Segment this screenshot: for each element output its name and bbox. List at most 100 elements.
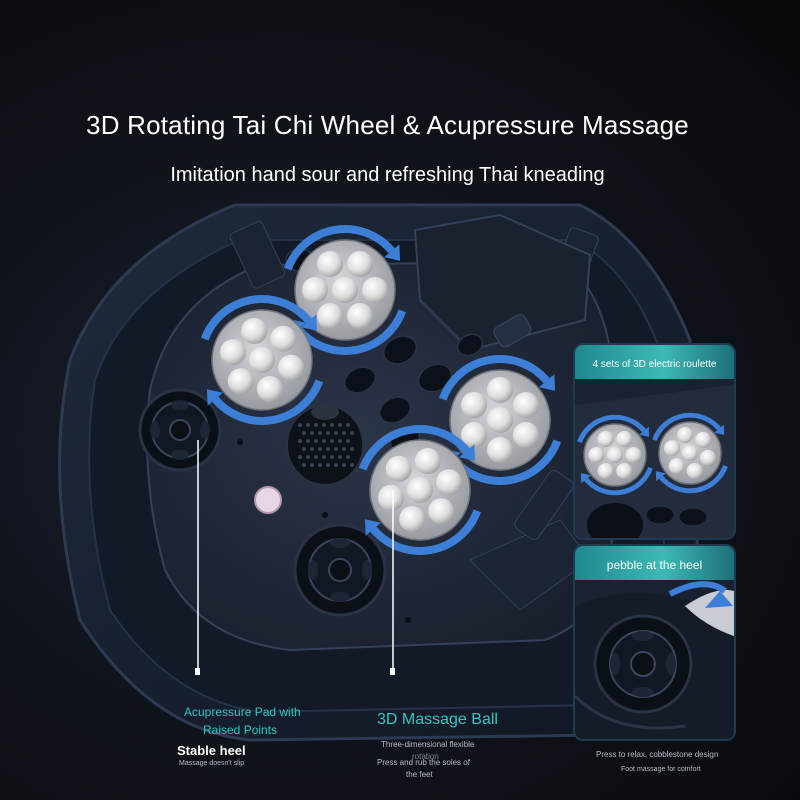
roller-ball	[681, 444, 699, 462]
ball-hole	[342, 463, 346, 467]
roller-ball	[385, 455, 412, 482]
tai-chi-wheels	[200, 225, 562, 555]
tai-chi-wheel	[200, 295, 324, 425]
massage-ball-desc-line1: Three-dimensional flexible	[381, 740, 475, 749]
roller-ball	[317, 251, 343, 277]
ball-hole	[350, 463, 354, 467]
ball-hole	[298, 423, 302, 427]
ball-hole	[350, 431, 354, 435]
ball-hole	[334, 447, 338, 451]
rotation-arrow	[358, 425, 470, 471]
roller-ball	[227, 368, 254, 395]
roller-ball	[513, 422, 539, 448]
roller-ball	[686, 462, 703, 480]
ball-hole	[298, 455, 302, 459]
heel-pad-top	[138, 388, 222, 472]
roller-ball	[270, 325, 297, 352]
ball-hole	[350, 447, 354, 451]
rotation-arrowhead	[714, 424, 725, 435]
ball-hole	[306, 423, 310, 427]
ball-hole	[338, 455, 342, 459]
ball-hole	[346, 423, 350, 427]
roller-ball	[487, 377, 513, 403]
tai-chi-wheel	[652, 412, 728, 494]
roller-ball	[663, 440, 681, 457]
acupressure-bumps	[285, 248, 484, 453]
ball-hole	[314, 439, 318, 443]
ball-hole	[346, 439, 350, 443]
stable-heel-desc: Massage doesn't slip	[179, 760, 245, 767]
roller-ball	[241, 318, 268, 344]
ball-hole	[318, 447, 322, 451]
roller-ball	[414, 448, 441, 474]
ball-hole	[326, 447, 330, 451]
rotation-arrow	[659, 464, 728, 494]
rotation-arrow	[200, 295, 312, 341]
tai-chi-wheel	[438, 355, 562, 485]
ball-hole	[314, 423, 318, 427]
ball-hole	[342, 431, 346, 435]
ball-hole	[306, 439, 310, 443]
massage-ball-title: 3D Massage Ball	[377, 711, 498, 728]
rotation-arrowhead	[539, 374, 556, 391]
roller-ball	[606, 446, 624, 464]
roller-ball	[677, 426, 694, 444]
roller-ball	[378, 484, 404, 511]
stable-heel-title: Stable heel	[177, 743, 246, 758]
roller-ball	[461, 422, 487, 448]
roller-ball	[428, 498, 455, 525]
ball-hole	[330, 423, 334, 427]
ball-hole	[306, 455, 310, 459]
rotation-arrowhead	[580, 473, 591, 484]
roller-ball	[625, 446, 642, 464]
ball-hole	[310, 431, 314, 435]
massage-ball-desc-line4: the feet	[406, 770, 433, 779]
ball-hole	[330, 455, 334, 459]
roller-ball	[436, 469, 462, 496]
roller-ball	[699, 449, 717, 466]
rotation-arrow	[295, 309, 407, 355]
ball-hole	[342, 447, 346, 451]
massage-ball	[286, 404, 364, 486]
roller-ball	[597, 463, 614, 480]
heel-panel-label: pebble at the heel	[575, 546, 734, 580]
heel-panel-desc-line1: Press to relax, cobblestone design	[596, 750, 719, 759]
ball-hole	[298, 439, 302, 443]
rotation-arrow	[370, 509, 482, 555]
rotation-arrow	[212, 379, 324, 425]
roller-ball	[302, 277, 328, 303]
roller-ball	[347, 251, 373, 277]
subheadline: Imitation hand sour and refreshing Thai …	[170, 164, 605, 186]
pink-button	[254, 486, 282, 514]
rotation-arrowhead	[384, 244, 401, 261]
roller-ball	[487, 407, 513, 433]
ball-hole	[338, 423, 342, 427]
acupressure-pad-title: Acupressure Pad with	[184, 705, 301, 719]
roller-ball	[332, 277, 358, 303]
ball-hole	[318, 463, 322, 467]
headline: 3D Rotating Tai Chi Wheel & Acupressure …	[86, 110, 689, 140]
roller-ball	[487, 437, 513, 463]
rotation-arrow	[283, 225, 395, 271]
ball-hole	[302, 463, 306, 467]
roller-ball	[616, 430, 633, 447]
massage-ball-desc-line3: Press and rub the soles of	[377, 758, 470, 767]
rotation-arrowhead	[206, 389, 223, 406]
roller-ball	[597, 430, 614, 447]
ball-hole	[346, 455, 350, 459]
ball-hole	[326, 463, 330, 467]
roller-ball	[407, 477, 433, 503]
roller-ball	[362, 277, 388, 303]
rotation-arrow	[584, 466, 653, 496]
heel-panel-desc-line2: Foot massage for comfort	[621, 766, 701, 773]
roller-ball	[249, 347, 275, 373]
rotation-arrowhead	[301, 314, 318, 331]
ball-hole	[310, 447, 314, 451]
ball-hole	[302, 447, 306, 451]
ball-hole	[322, 423, 326, 427]
rotation-arrow	[577, 414, 646, 444]
ball-hole	[314, 455, 318, 459]
ball-hole	[334, 463, 338, 467]
ball-hole	[326, 431, 330, 435]
